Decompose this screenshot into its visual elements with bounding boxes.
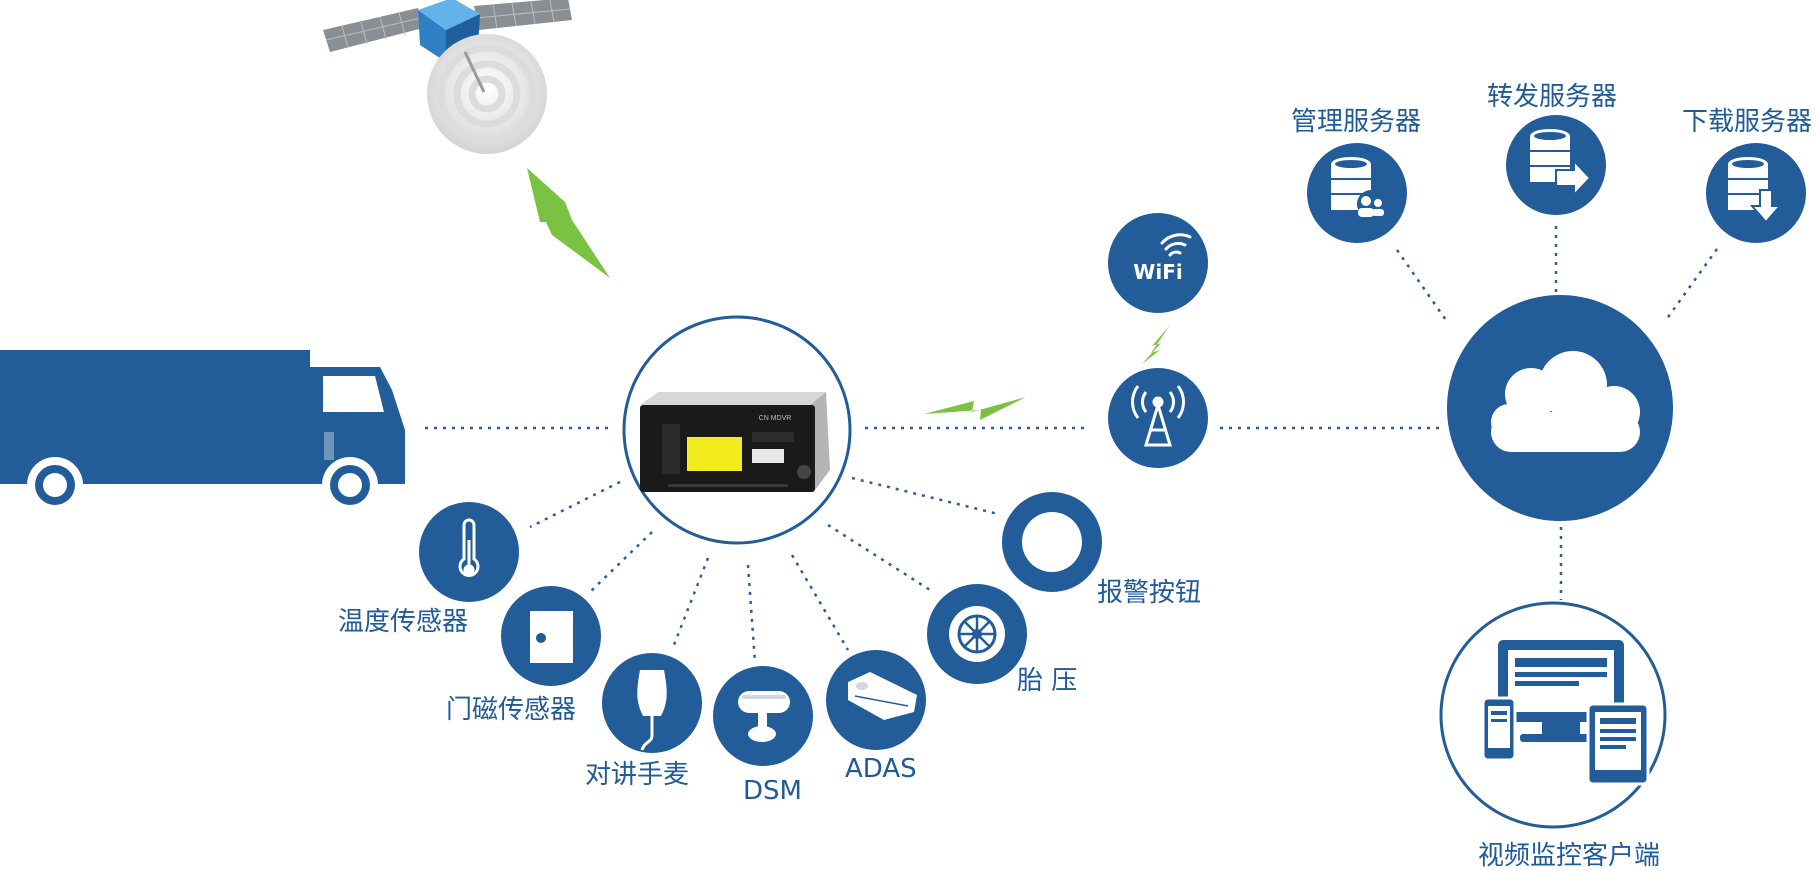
- database-forward-icon: [1530, 129, 1592, 198]
- dsm-node: [713, 666, 813, 766]
- alarm-button-node: [1002, 492, 1102, 592]
- satellite-icon: [323, 0, 572, 154]
- line-cloud-download: [1664, 248, 1719, 321]
- tire-pressure-node: [927, 584, 1027, 684]
- door-sensor-node: [501, 586, 601, 686]
- line-device-alarm: [851, 476, 999, 516]
- client-node: [1439, 601, 1667, 829]
- forwarding-server-label: 转发服务器: [1487, 82, 1618, 112]
- door-icon: [530, 611, 573, 663]
- thermometer-icon: [458, 518, 480, 577]
- dsm-label: DSM: [743, 776, 802, 806]
- management-server-node: [1307, 143, 1407, 243]
- line-device-tire: [827, 523, 931, 592]
- line-device-door: [589, 531, 653, 593]
- lightning-bolt-icon: [527, 168, 610, 278]
- client-label: 视频监控客户端: [1478, 841, 1661, 871]
- intercom-label: 对讲手麦: [585, 760, 690, 790]
- satellite-dish: [427, 34, 547, 154]
- line-device-dsm: [746, 564, 757, 663]
- device-label: CN MDVR: [759, 415, 792, 422]
- alarm-button-label: 报警按钮: [1097, 578, 1202, 608]
- cloud-icon: [1491, 351, 1640, 452]
- lightning-bolt-icon: [924, 397, 1026, 420]
- wifi-text: WiFi: [1133, 260, 1182, 284]
- mdvr-device-icon: CN MDVR: [640, 392, 830, 492]
- devices-icon: [1481, 640, 1650, 786]
- lightning-bolt-icon: [1142, 325, 1170, 364]
- temperature-sensor-node: [419, 502, 519, 602]
- signal-tower-icon: [1131, 385, 1185, 447]
- temperature-sensor-label: 温度传感器: [338, 607, 469, 637]
- database-download-icon: [1728, 157, 1783, 224]
- tire-icon: [949, 606, 1005, 662]
- adas-label: ADAS: [845, 754, 917, 784]
- adas-node: [826, 650, 926, 750]
- truck-icon: [0, 350, 405, 513]
- mdvr-device-node: CN MDVR: [622, 315, 852, 545]
- adas-camera-icon: [848, 672, 917, 720]
- line-device-adas: [790, 554, 850, 651]
- line-device-intercom: [670, 557, 710, 651]
- line-cloud-management: [1395, 249, 1450, 324]
- download-server-label: 下载服务器: [1682, 107, 1813, 137]
- wifi-node: WiFi: [1108, 213, 1208, 313]
- tire-pressure-label: 胎 压: [1017, 666, 1078, 696]
- cloud-node: [1447, 295, 1673, 521]
- connector-lines: [425, 226, 1719, 663]
- wifi-icon: [1160, 233, 1192, 257]
- dsm-camera-icon: [738, 691, 790, 742]
- line-device-temperature: [529, 480, 621, 529]
- door-sensor-label: 门磁传感器: [446, 695, 577, 725]
- database-users-icon: [1331, 157, 1385, 218]
- download-server-node: [1706, 143, 1806, 243]
- microphone-icon: [637, 670, 667, 751]
- alarm-button-icon: [1022, 512, 1082, 572]
- forwarding-server-node: [1506, 115, 1606, 215]
- intercom-node: [602, 653, 702, 753]
- signal-tower-node: [1108, 368, 1208, 468]
- device-screen: [687, 437, 742, 471]
- management-server-label: 管理服务器: [1291, 107, 1422, 137]
